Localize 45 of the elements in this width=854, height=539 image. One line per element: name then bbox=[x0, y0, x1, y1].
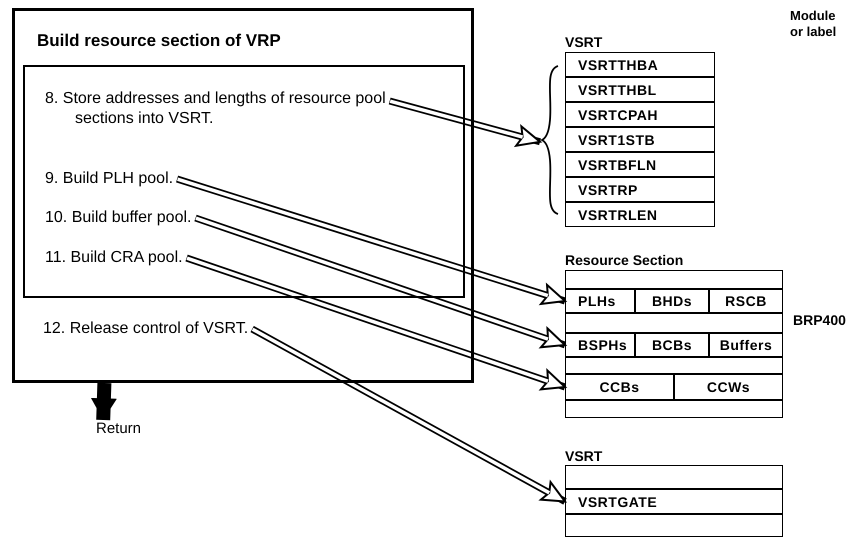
process-box bbox=[12, 8, 474, 383]
step-text: 12. Release control of VSRT. bbox=[43, 319, 248, 339]
hollow-arrow bbox=[388, 98, 541, 147]
table-cell: VSRTRP bbox=[565, 177, 715, 202]
data-area bbox=[540, 34, 716, 230]
table-title: Resource Section bbox=[565, 252, 684, 268]
hollow-arrow bbox=[250, 326, 567, 505]
column-heading: Module or label bbox=[790, 8, 838, 40]
table-cell: VSRTTHBA bbox=[565, 52, 715, 77]
table-cell bbox=[565, 465, 783, 489]
table-cell: CCWs bbox=[674, 374, 783, 400]
table-cell: VSRTGATE bbox=[565, 489, 783, 514]
table-cell: BCBs bbox=[635, 333, 709, 357]
table-cell: VSRT1STB bbox=[565, 127, 715, 152]
table-cell: PLHs bbox=[565, 289, 635, 313]
module-label: BRP400 bbox=[793, 312, 846, 328]
table-cell: BHDs bbox=[635, 289, 709, 313]
box-title: Build resource section of VRP bbox=[37, 31, 281, 51]
table-cell: VSRTRLEN bbox=[565, 202, 715, 227]
table-title: VSRT bbox=[565, 448, 602, 464]
table-cell: Buffers bbox=[709, 333, 783, 357]
step-text: 11. Build CRA pool. bbox=[45, 248, 183, 268]
table-cell bbox=[565, 357, 783, 374]
table-cell: RSCB bbox=[709, 289, 783, 313]
data-area bbox=[563, 252, 785, 420]
table-cell bbox=[565, 400, 783, 418]
return-text: Return bbox=[96, 420, 156, 442]
table-cell bbox=[565, 270, 783, 289]
step-text: 8. Store addresses and lengths of resource pool sections into VSRT. bbox=[45, 89, 437, 129]
table-cell: CCBs bbox=[565, 374, 674, 400]
data-area bbox=[563, 448, 785, 538]
process-box bbox=[23, 65, 465, 298]
thick-arrow bbox=[90, 382, 117, 420]
table-cell: VSRTBFLN bbox=[565, 152, 715, 177]
hollow-arrow bbox=[194, 214, 566, 348]
table-cell bbox=[565, 313, 783, 333]
hollow-arrow bbox=[176, 176, 566, 305]
step-text: 10. Build buffer pool. bbox=[45, 208, 192, 228]
table-title: VSRT bbox=[565, 34, 602, 50]
table-cell bbox=[565, 514, 783, 537]
table-cell: VSRTCPAH bbox=[565, 102, 715, 127]
hollow-arrow bbox=[185, 254, 566, 390]
table-cell: BSPHs bbox=[565, 333, 635, 357]
table-cell: VSRTTHBL bbox=[565, 77, 715, 102]
step-text: 9. Build PLH pool. bbox=[45, 169, 174, 189]
